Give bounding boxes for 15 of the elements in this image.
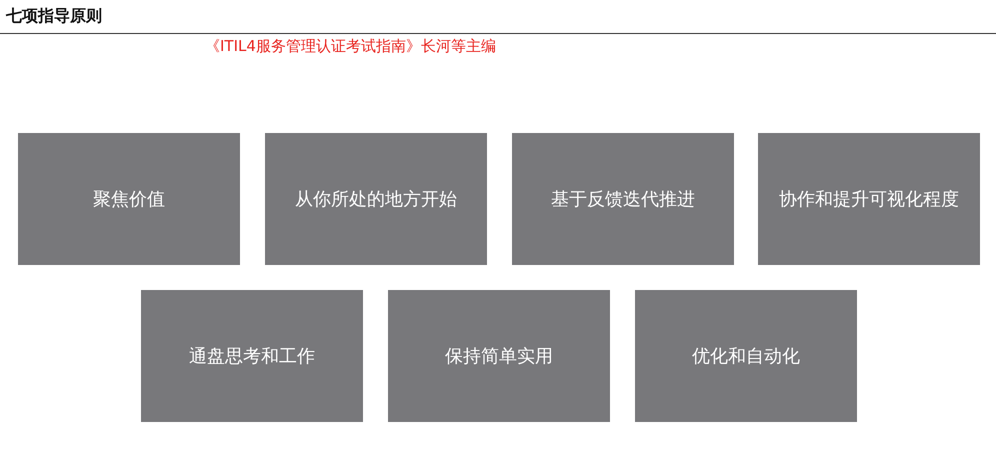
principle-box [18, 133, 240, 265]
principle-label: 从你所处的地方开始 [295, 188, 457, 211]
principle-label: 保持简单实用 [445, 345, 553, 368]
principle-box [758, 133, 980, 265]
principle-box [265, 133, 487, 265]
principle-label: 优化和自动化 [692, 345, 800, 368]
principle-label: 通盘思考和工作 [189, 345, 315, 368]
principle-label: 聚焦价值 [93, 188, 165, 211]
principle-label: 基于反馈迭代推进 [551, 188, 695, 211]
principle-box [512, 133, 734, 265]
principle-box [141, 290, 363, 422]
principle-label: 协作和提升可视化程度 [779, 188, 959, 211]
principle-box [635, 290, 857, 422]
principle-box [388, 290, 610, 422]
heading: 七项指导原则 [6, 6, 102, 26]
